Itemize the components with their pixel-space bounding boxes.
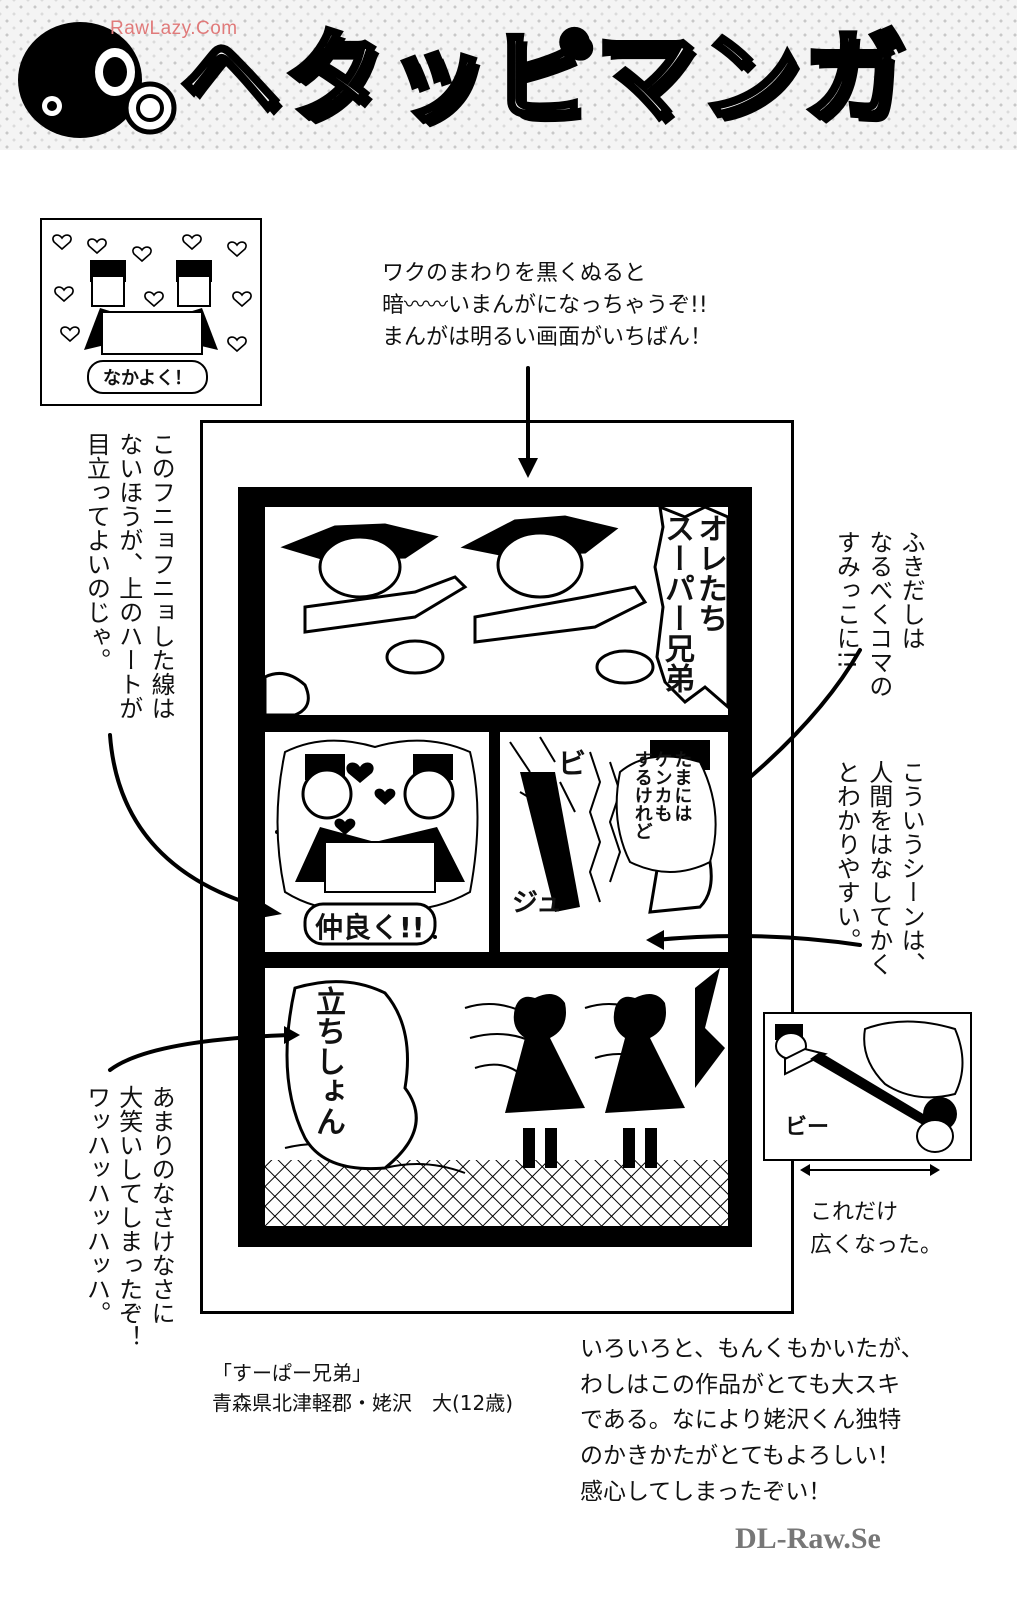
inset-sfx: ビー bbox=[785, 1115, 830, 1140]
flying-brothers-drawing bbox=[265, 507, 728, 715]
panel3-sfx-ju: ジュ bbox=[512, 888, 563, 918]
top-note-line: ワクのまわりを黒くぬると bbox=[382, 261, 647, 286]
inset-panel: ビー bbox=[763, 1012, 972, 1161]
left-note-line: ないほうが、上のハートが bbox=[114, 432, 143, 720]
two-figures-drawing bbox=[265, 968, 728, 1226]
comic-panel-4: 立ちしょん bbox=[265, 968, 728, 1226]
right-note-line: 人間をはなしてかく bbox=[864, 760, 893, 976]
fight-drawing bbox=[509, 736, 717, 914]
panel4-speech-bubble: 立ちしょん bbox=[310, 986, 345, 1136]
top-note-line: まんがは明るい画面がいちばん！ bbox=[382, 324, 713, 350]
review-line: である。なにより姥沢くん独特 bbox=[580, 1407, 902, 1434]
bottom-left-note: あまりのなさけなさに 大笑いしてしまったぞ！ ワッハッハッハッハ。 bbox=[80, 1085, 177, 1375]
panel3-speech-bubble: たまには ケンカも するけれど bbox=[631, 750, 693, 860]
right-note-line: とわかりやすい。 bbox=[832, 760, 861, 952]
bottom-left-note-line: 大笑いしてしまったぞ！ bbox=[114, 1085, 143, 1349]
width-indicator-arrow bbox=[800, 1164, 940, 1176]
sample-label: なかよく！ bbox=[87, 360, 209, 394]
inset-drawing bbox=[775, 1020, 964, 1153]
panel1-speech-bubble: オレたち スーパー兄弟 bbox=[659, 513, 727, 703]
bottom-watermark: DL-Raw.Se bbox=[735, 1522, 881, 1555]
bottom-left-note-line: あまりのなさけなさに bbox=[147, 1085, 176, 1325]
right-note-line: ふきだしは bbox=[897, 530, 926, 650]
top-watermark: RawLazy.Com bbox=[110, 18, 238, 39]
hearts-illustration bbox=[52, 234, 252, 355]
top-note: ワクのまわりを黒くぬると 暗〰〰いまんがになっちゃうぞ!! まんがは明るい画面が… bbox=[382, 258, 712, 354]
page-title: ヘタッピマンガ bbox=[178, 19, 908, 136]
inset-caption-line: これだけ bbox=[810, 1200, 899, 1225]
right-note-line: すみっこに!! bbox=[832, 530, 861, 670]
top-note-line: 暗〰〰いまんがになっちゃうぞ!! bbox=[382, 292, 708, 318]
right-note-line: こういうシーンは、 bbox=[897, 760, 926, 976]
inset-caption-line: 広くなった。 bbox=[810, 1233, 943, 1258]
handshake-drawing bbox=[275, 739, 479, 946]
panel1-bubble-line: オレたち bbox=[692, 513, 727, 633]
review-line: 感心してしまったぞい！ bbox=[580, 1478, 832, 1505]
sample-panel: なかよく！ bbox=[40, 218, 262, 406]
comic-panel-2: 仲良く!! bbox=[265, 732, 489, 952]
work-title: 「すーぱー兄弟」 bbox=[212, 1361, 372, 1385]
review-line: のかきかたがとてもよろしい！ bbox=[580, 1442, 901, 1469]
panel3-sfx-bi: ビ bbox=[558, 747, 587, 780]
gas-mask-mascot-icon bbox=[18, 22, 177, 138]
comic-panel-1: オレたち スーパー兄弟 bbox=[265, 507, 728, 715]
left-note-line: このフニョフニョした線は bbox=[147, 432, 176, 720]
panel1-bubble-line: スーパー兄弟 bbox=[659, 513, 694, 693]
comic-panel-3: ビ ジュ たまには ケンカも するけれど bbox=[500, 732, 728, 952]
review-line: わしはこの作品がとても大スキ bbox=[580, 1371, 901, 1398]
panel3-bubble-line: するけれど bbox=[631, 750, 653, 840]
left-note-line: 目立ってよいのじゃ。 bbox=[82, 432, 111, 672]
panel3-bubble-line: ケンカも bbox=[651, 750, 673, 822]
panel3-bubble-line: たまには bbox=[671, 750, 693, 822]
left-note: このフニョフニョした線は ないほうが、上のハートが 目立ってよいのじゃ。 bbox=[80, 432, 177, 720]
right-note-scene: こういうシーンは、 人間をはなしてかく とわかりやすい。 bbox=[830, 760, 927, 1000]
right-note-balloon: ふきだしは なるべくコマの すみっこに!! bbox=[830, 530, 927, 770]
right-note-line: なるべくコマの bbox=[864, 530, 893, 698]
inset-caption: これだけ 広くなった。 bbox=[810, 1196, 942, 1262]
review-text: いろいろと、もんくもかいたが、 わしはこの作品がとても大スキ である。なにより姥… bbox=[580, 1332, 924, 1510]
work-author: 青森県北津軽郡・姥沢 大(12歳) bbox=[212, 1391, 514, 1415]
review-line: いろいろと、もんくもかいたが、 bbox=[580, 1336, 924, 1362]
panel2-sign: 仲良く!! bbox=[315, 911, 425, 944]
work-credit: 「すーぱー兄弟」 青森県北津軽郡・姥沢 大(12歳) bbox=[212, 1358, 513, 1418]
bottom-left-note-line: ワッハッハッハッハ。 bbox=[82, 1085, 111, 1325]
